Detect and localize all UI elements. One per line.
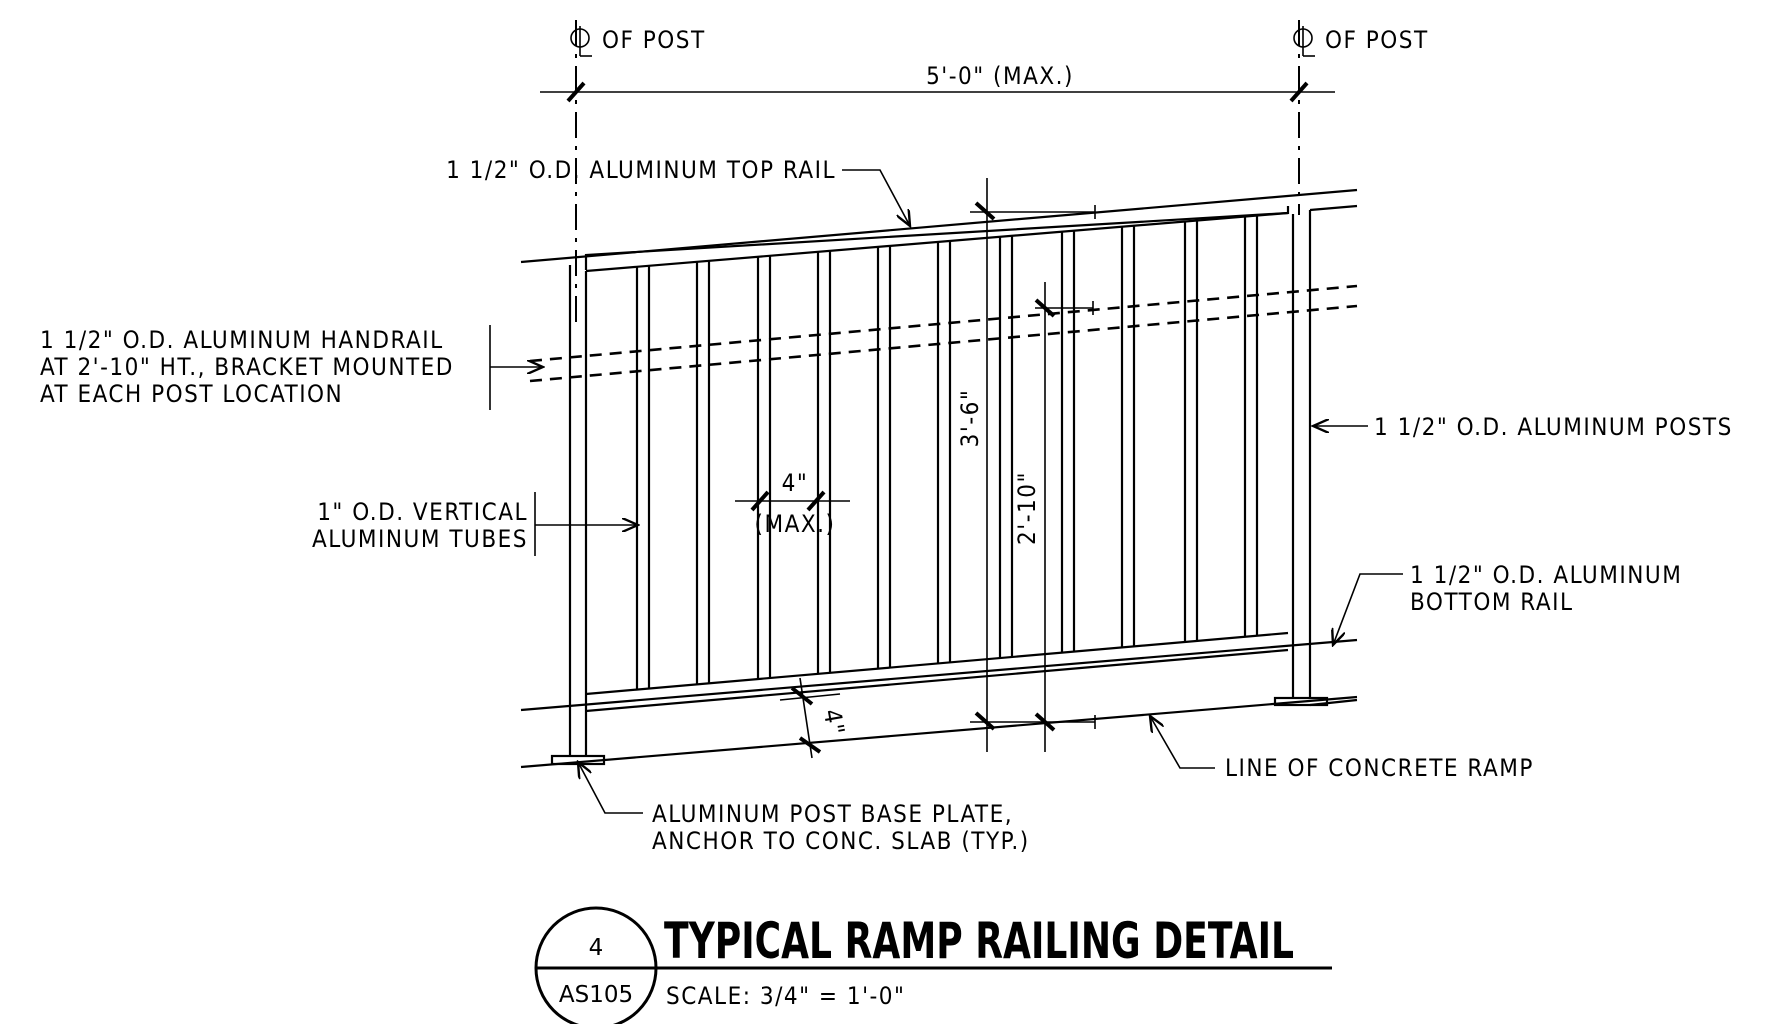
bottom-rail-label-line-1: 1 1/2" O.D. ALUMINUM bbox=[1410, 561, 1682, 589]
tube-spacing-label: 4" bbox=[782, 469, 809, 497]
handrail-dashed bbox=[529, 284, 1358, 383]
detail-title: TYPICAL RAMP RAILING DETAIL bbox=[664, 912, 1294, 970]
ramp-line-label: LINE OF CONCRETE RAMP bbox=[1225, 754, 1534, 782]
handrail-label-line-3: AT EACH POST LOCATION bbox=[40, 380, 343, 408]
tubes-label-line-1: 1" O.D. VERTICAL bbox=[317, 498, 528, 526]
centerline-symbol-left bbox=[570, 26, 592, 57]
bottom-rail bbox=[585, 631, 1289, 713]
post-centerlines bbox=[570, 20, 1315, 330]
base-plate-leader bbox=[578, 762, 643, 814]
detail-number: 4 bbox=[589, 935, 604, 961]
detail-scale: SCALE: 3/4" = 1'-0" bbox=[666, 982, 905, 1010]
handrail-label-line-1: 1 1/2" O.D. ALUMINUM HANDRAIL bbox=[40, 326, 444, 354]
bottom-rail-leader bbox=[1333, 573, 1403, 645]
bottom-rail-label-line-2: BOTTOM RAIL bbox=[1410, 588, 1574, 616]
vertical-tubes bbox=[635, 215, 1259, 690]
concrete-ramp-line bbox=[520, 638, 1358, 769]
left-post bbox=[550, 265, 606, 766]
handrail-height-label: 2'-10" bbox=[1013, 471, 1041, 545]
top-rail-label: 1 1/2" O.D. ALUMINUM TOP RAIL bbox=[446, 156, 836, 184]
rail-height-dimension bbox=[970, 178, 1096, 752]
handrail-height-dimension bbox=[1034, 282, 1094, 752]
bottom-clearance-label: 4" bbox=[818, 707, 850, 738]
centerline-label-left: OF POST bbox=[602, 26, 706, 54]
post-spacing-label: 5'-0" (MAX.) bbox=[926, 62, 1074, 90]
tubes-label-line-2: ALUMINUM TUBES bbox=[312, 525, 528, 553]
rail-height-label: 3'-6" bbox=[956, 389, 984, 448]
top-rail-end bbox=[1309, 204, 1358, 212]
centerline-symbol-right bbox=[1293, 26, 1315, 57]
handrail-label-line-2: AT 2'-10" HT., BRACKET MOUNTED bbox=[40, 353, 454, 381]
bottom-clearance-dimension bbox=[779, 677, 841, 759]
right-post bbox=[1273, 210, 1329, 707]
base-plate-label-line-2: ANCHOR TO CONC. SLAB (TYP.) bbox=[652, 827, 1030, 855]
post-spacing-dimension bbox=[540, 81, 1335, 103]
base-plate-label-line-1: ALUMINUM POST BASE PLATE, bbox=[652, 800, 1013, 828]
ramp-line-leader bbox=[1150, 716, 1215, 769]
tube-spacing-max-label: (MAX.) bbox=[755, 510, 836, 538]
sheet-number: AS105 bbox=[559, 982, 633, 1008]
top-rail-leader bbox=[842, 169, 910, 226]
centerline-label-right: OF POST bbox=[1325, 26, 1429, 54]
tube-spacing-dimension bbox=[735, 490, 850, 512]
posts-label: 1 1/2" O.D. ALUMINUM POSTS bbox=[1374, 413, 1733, 441]
